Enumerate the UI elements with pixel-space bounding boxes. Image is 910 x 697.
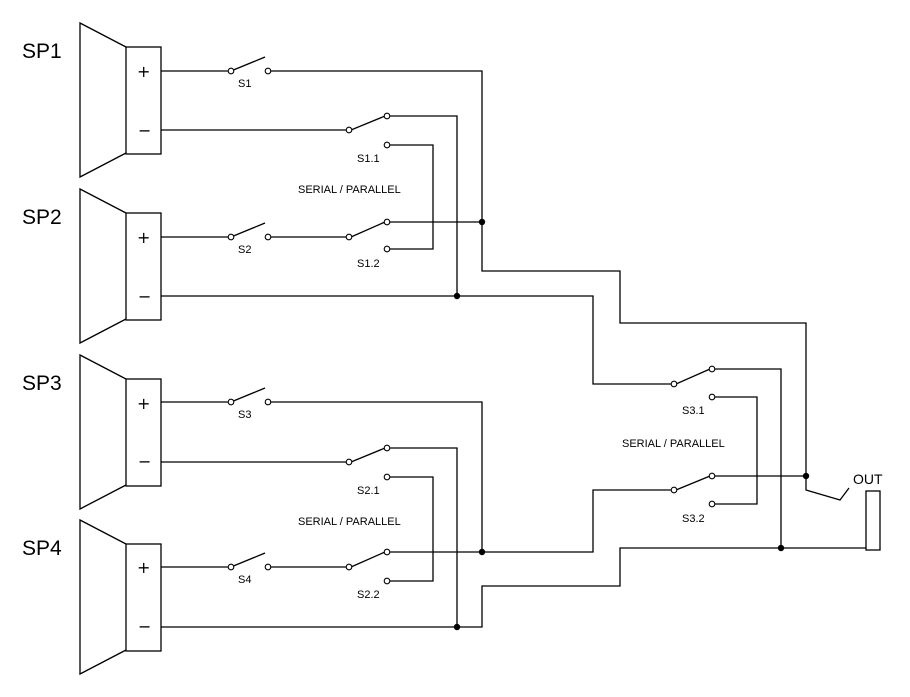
sp1-minus-sign: − bbox=[138, 121, 151, 140]
junction-dot bbox=[478, 218, 486, 226]
mode-label-main: SERIAL / PARALLEL bbox=[622, 438, 725, 450]
switch-label-s1-1: S1.1 bbox=[357, 153, 380, 165]
switch-label-s4: S4 bbox=[238, 574, 251, 586]
sp2-plus-sign: + bbox=[137, 228, 150, 247]
output-label: OUT bbox=[853, 471, 883, 487]
switch-label-s2-1: S2.1 bbox=[357, 485, 380, 497]
sp3-plus-sign: + bbox=[137, 394, 150, 413]
switch-label-s2: S2 bbox=[238, 244, 251, 256]
speaker-label-sp2: SP2 bbox=[22, 206, 62, 229]
speaker-sp3 bbox=[79, 353, 162, 511]
junction-dot bbox=[478, 548, 486, 556]
speaker-sp2 bbox=[79, 187, 162, 345]
speaker-label-sp1: SP1 bbox=[22, 40, 62, 63]
junction-dot bbox=[777, 544, 785, 552]
speaker-sp1 bbox=[79, 21, 162, 179]
sp2-minus-sign: − bbox=[138, 287, 151, 306]
switch-label-s1-2: S1.2 bbox=[357, 258, 380, 270]
switch-label-s2-2: S2.2 bbox=[357, 589, 380, 601]
junctions bbox=[453, 218, 810, 631]
switch-terminals bbox=[227, 67, 716, 585]
switch-label-s1: S1 bbox=[238, 78, 251, 90]
speaker-sp4 bbox=[79, 518, 162, 676]
speaker-label-sp4: SP4 bbox=[22, 537, 62, 560]
sp4-plus-sign: + bbox=[137, 558, 150, 577]
switch-label-s3-1: S3.1 bbox=[682, 405, 705, 417]
mode-label-sp34: SERIAL / PARALLEL bbox=[298, 516, 401, 528]
output-jack bbox=[865, 490, 881, 551]
sp3-minus-sign: − bbox=[138, 452, 151, 471]
sp4-minus-sign: − bbox=[138, 617, 151, 636]
junction-dot bbox=[802, 472, 810, 480]
switch-label-s3-2: S3.2 bbox=[682, 513, 705, 525]
junction-dot bbox=[453, 623, 461, 631]
junction-dot bbox=[453, 292, 461, 300]
wires bbox=[161, 56, 868, 628]
mode-label-sp12: SERIAL / PARALLEL bbox=[298, 184, 401, 196]
sp1-plus-sign: + bbox=[137, 62, 150, 81]
speaker-label-sp3: SP3 bbox=[22, 372, 62, 395]
switch-label-s3: S3 bbox=[238, 409, 251, 421]
